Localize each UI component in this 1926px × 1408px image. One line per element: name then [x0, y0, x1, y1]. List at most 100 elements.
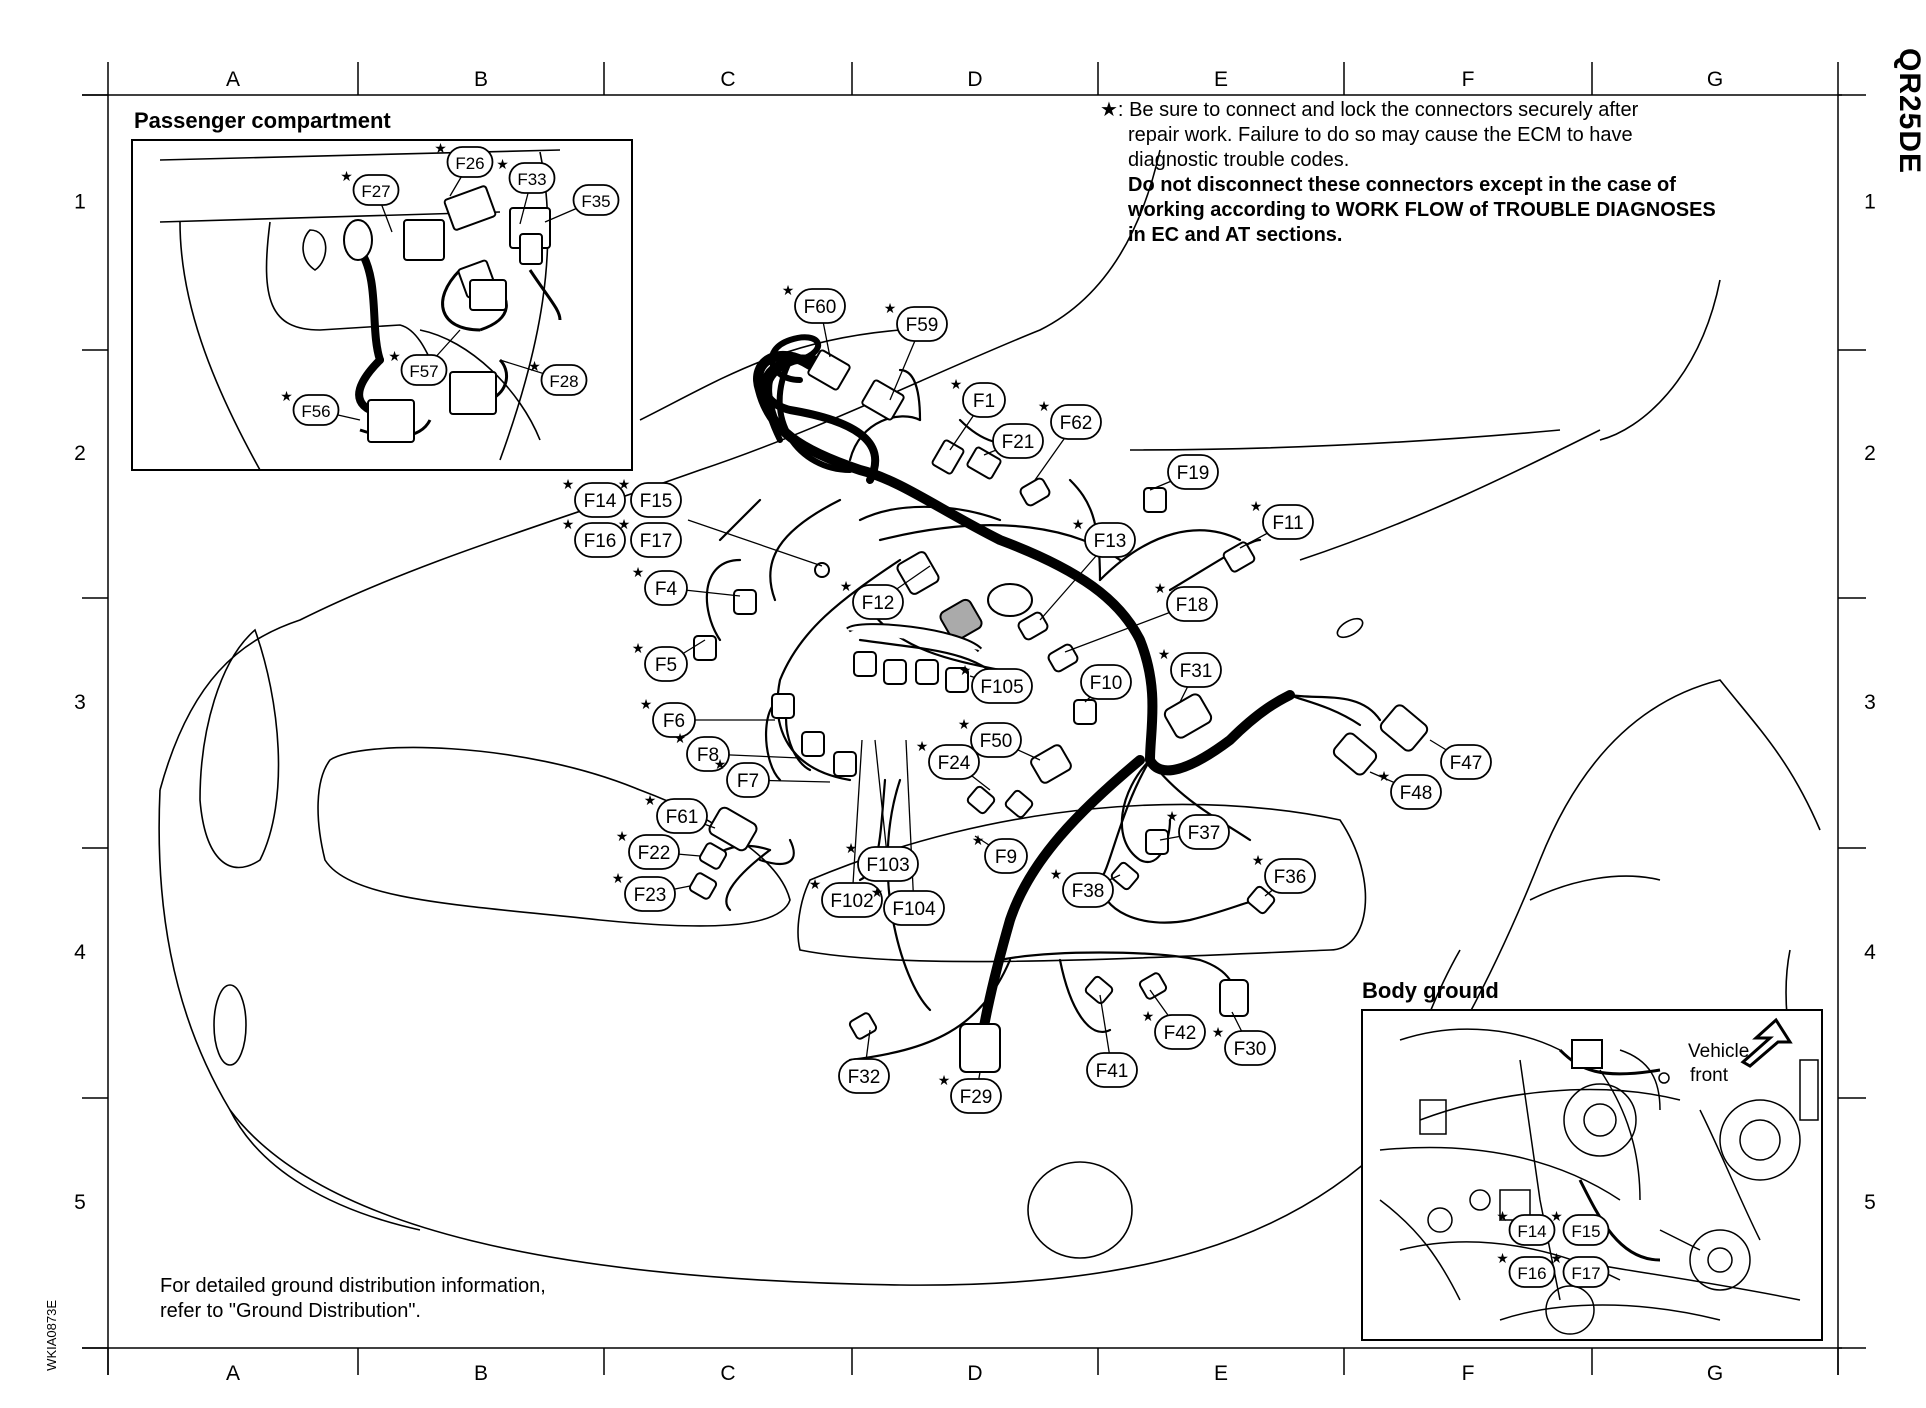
callout-bubble: [857, 846, 919, 882]
connector-label: F10: [1090, 673, 1123, 694]
callout-f61: F61★: [644, 792, 708, 834]
grid-row-label-right: 1: [1864, 191, 1876, 214]
connector-label: F105: [980, 677, 1023, 698]
grid-column-label-top: F: [1462, 68, 1475, 91]
callout-f21: F21: [992, 423, 1044, 459]
callout-f13: F13 ★: [1072, 516, 1136, 558]
ground-callout-f14: F14★: [1496, 1208, 1556, 1246]
callout-bubble: [1562, 1214, 1610, 1246]
star-mark: ★: [1212, 1024, 1225, 1040]
star-mark: ★: [871, 884, 884, 900]
star-mark: ★: [959, 662, 972, 678]
star-mark: ★: [1072, 516, 1085, 532]
note-line-3: diagnostic trouble codes.: [1128, 149, 1350, 171]
star-mark: ★: [674, 730, 687, 746]
connector-label: F22: [638, 843, 671, 864]
callout-f59: F59 ★: [884, 300, 948, 342]
callout-bubble: [896, 306, 948, 342]
star-mark: ★: [434, 140, 447, 156]
connector-label: F47: [1450, 753, 1483, 774]
connector-label: F21: [1002, 432, 1035, 453]
callout-f102: F102★: [809, 876, 883, 918]
vehicle-front-line-1: Vehicle: [1688, 1041, 1750, 1062]
star-mark: ★: [884, 300, 897, 316]
connector-label: F31: [1180, 661, 1213, 682]
star-mark: ★: [916, 738, 929, 754]
callout-bubble: [574, 522, 626, 558]
connector-label: F30: [1234, 1039, 1267, 1060]
grid-column-label-bottom: F: [1462, 1362, 1475, 1385]
star-mark: ★: [1252, 852, 1265, 868]
note-line-2: repair work. Failure to do so may cause …: [1128, 124, 1633, 146]
star-mark: ★: [562, 476, 575, 492]
callout-f10: F10: [1080, 664, 1132, 700]
connector-label: F36: [1274, 867, 1307, 888]
connector-label: F29: [960, 1087, 993, 1108]
connector-label: F28: [549, 372, 578, 391]
ground-note-line-1: For detailed ground distribution informa…: [160, 1275, 546, 1297]
connector-label: F26: [455, 154, 484, 173]
grid-row-label-left: 1: [74, 191, 86, 214]
star-mark: ★: [782, 282, 795, 298]
connector-label: F42: [1164, 1023, 1197, 1044]
star-mark: ★: [618, 516, 631, 532]
vehicle-front-label: Vehicle front: [1688, 1040, 1749, 1088]
callout-bubble: [1508, 1214, 1556, 1246]
callout-f6: F6★: [640, 696, 696, 738]
connector-label: F32: [848, 1067, 881, 1088]
star-mark: ★: [616, 828, 629, 844]
grid-column-label-top: E: [1214, 68, 1228, 91]
callout-bubble: [838, 1058, 890, 1094]
connector-label: F41: [1096, 1061, 1129, 1082]
callout-f103: F103 ★: [845, 840, 919, 882]
star-mark: ★: [632, 640, 645, 656]
star-mark: ★: [1166, 808, 1179, 824]
callout-f12: F12 ★: [840, 578, 904, 620]
connector-label: F60: [804, 297, 837, 318]
callout-bubble: [1166, 586, 1218, 622]
callout-f8: F8 ★: [674, 730, 730, 772]
callout-bubble: [928, 744, 980, 780]
callout-bubble: [1224, 1030, 1276, 1066]
ground-callout-f16: F16★: [1496, 1250, 1556, 1288]
connector-label: F104: [892, 899, 936, 920]
callout-f15: F15★: [618, 476, 682, 518]
callout-bubble: [652, 702, 696, 738]
callout-f47: F47: [1440, 744, 1492, 780]
callout-bubble: [686, 736, 730, 772]
callout-f24: F24★: [916, 738, 980, 780]
connector-label: F19: [1177, 463, 1210, 484]
connector-label: F103: [866, 855, 909, 876]
grid-column-label-top: G: [1707, 68, 1723, 91]
connector-label: F17: [1571, 1264, 1600, 1283]
callout-f38: F38★: [1050, 866, 1114, 908]
callout-bubble: [1167, 454, 1219, 490]
connector-label: F56: [301, 402, 330, 421]
callout-bubble: [794, 288, 846, 324]
connector-label: F12: [862, 593, 895, 614]
grid-row-label-right: 5: [1864, 1191, 1876, 1214]
connector-label: F13: [1094, 531, 1127, 552]
connector-label: F17: [640, 531, 673, 552]
star-mark: ★: [840, 578, 853, 594]
connector-label: F59: [906, 315, 939, 336]
star-mark: ★: [1050, 866, 1063, 882]
callout-f60: F60 ★: [782, 282, 846, 324]
connector-label: F4: [655, 579, 678, 600]
callout-f36: F36 ★: [1252, 852, 1316, 894]
star-mark: ★: [528, 358, 541, 374]
star-mark: ★: [1142, 1008, 1155, 1024]
vehicle-front-line-2: front: [1690, 1065, 1729, 1086]
connector-label: F14: [584, 491, 617, 512]
callout-bubble: [1262, 504, 1314, 540]
star-mark: ★: [280, 388, 293, 404]
star-mark: ★: [845, 840, 858, 856]
connector-label: F8: [697, 745, 719, 766]
star-mark: ★: [640, 696, 653, 712]
callout-bubble: [572, 184, 620, 216]
star-mark: ★: [958, 716, 971, 732]
callout-f7: F7★: [714, 756, 770, 798]
star-mark: ★: [1378, 768, 1391, 784]
callout-bubble: [971, 668, 1033, 704]
connector-label: F23: [634, 885, 667, 906]
